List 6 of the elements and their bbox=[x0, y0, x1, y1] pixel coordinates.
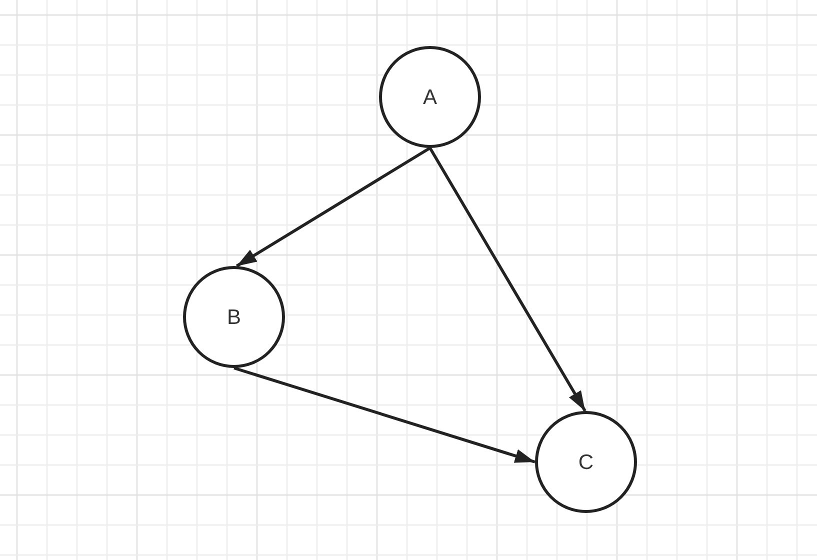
arrow bbox=[234, 366, 536, 464]
node-label: C bbox=[578, 452, 594, 472]
node-label: B bbox=[226, 306, 241, 328]
arrow bbox=[236, 146, 431, 268]
node-label: A bbox=[422, 86, 437, 108]
arrow bbox=[428, 147, 586, 412]
